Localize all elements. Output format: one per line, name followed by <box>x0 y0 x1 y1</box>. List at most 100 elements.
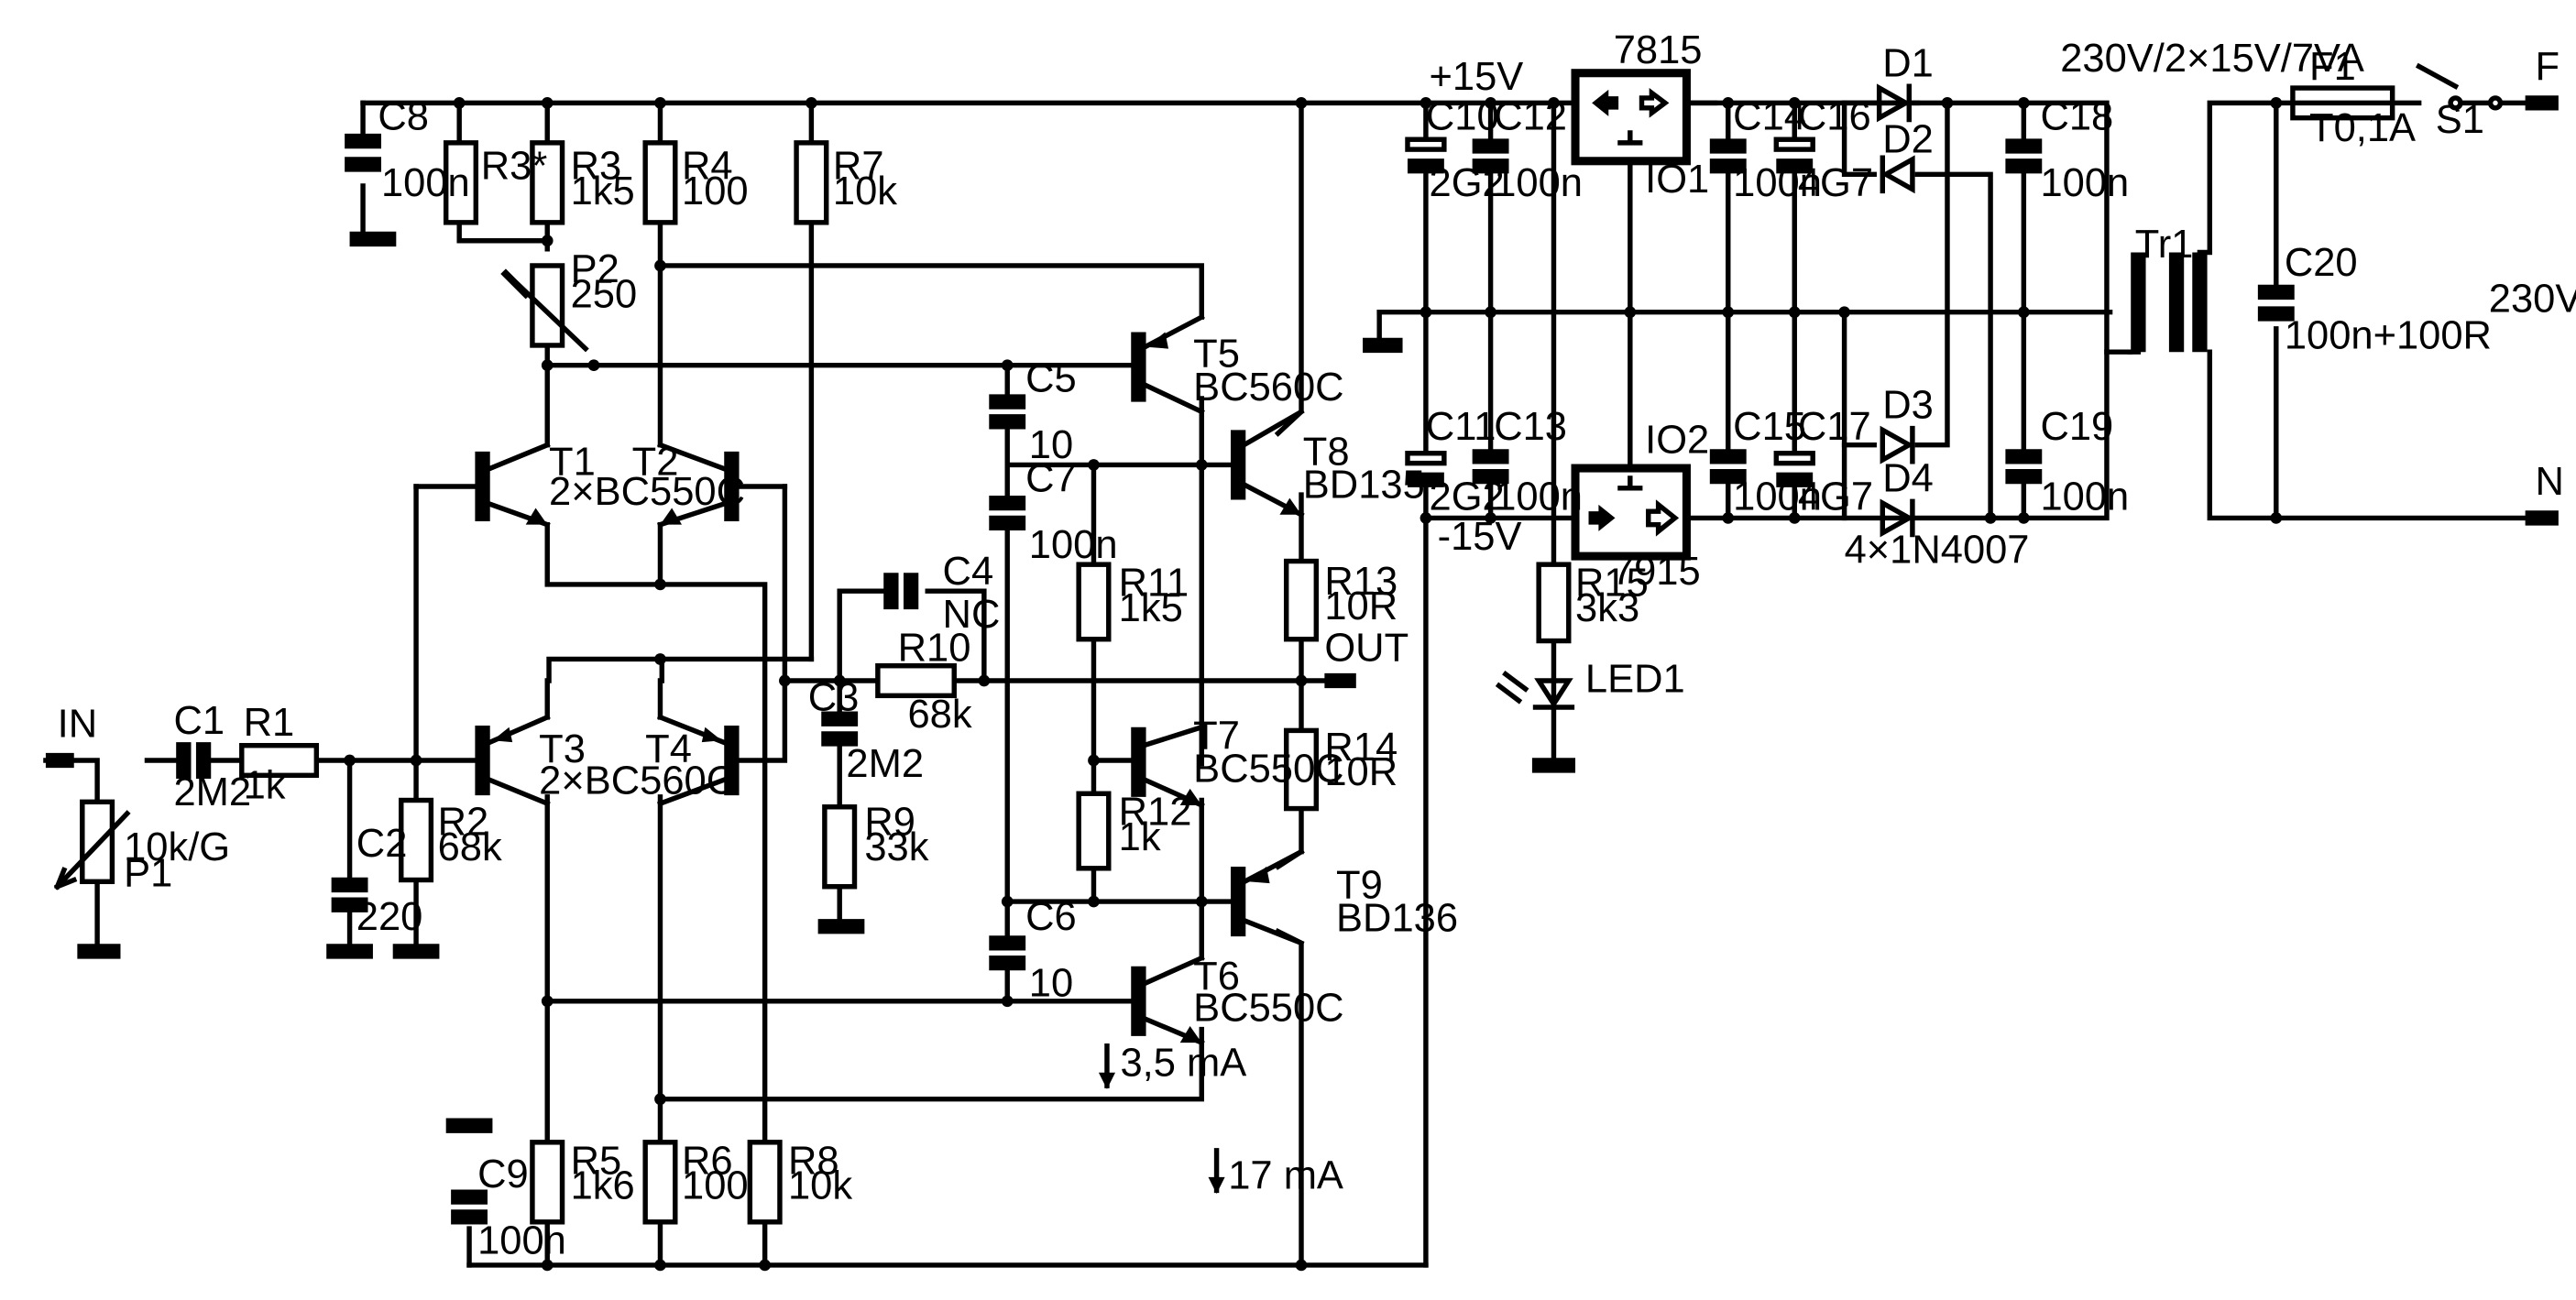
regulator-7815 <box>1571 69 1691 166</box>
label-t5-type: BC560C <box>1193 366 1343 410</box>
label-r1: R1 <box>244 701 295 745</box>
label-c19-value: 100n <box>2040 475 2129 519</box>
label-s1: S1 <box>2436 98 2484 142</box>
label-c10: C10 <box>1426 94 1499 138</box>
label-t6: T6 <box>1193 955 1240 999</box>
label-r5: R5 <box>571 1139 622 1183</box>
resistors <box>53 85 2395 1225</box>
label-c7-value: 100n <box>1029 523 1118 567</box>
label-r9: R9 <box>864 801 915 845</box>
label-r15: R15 <box>1575 562 1649 606</box>
label-p2-value: 250 <box>571 272 638 316</box>
label-r11: R11 <box>1119 562 1189 606</box>
label-r5-value: 1k6 <box>571 1163 635 1207</box>
label-c11-value: 2G2 <box>1430 475 1505 519</box>
label-230v: 230V~ <box>2489 278 2576 322</box>
resistor-r15 <box>1536 562 1572 644</box>
resistor-r3star <box>443 140 479 225</box>
resistor-r9 <box>822 804 858 890</box>
label-c18-value: 100n <box>2040 161 2129 205</box>
label-c8: C8 <box>378 94 429 138</box>
label-current-17ma: 17 mA <box>1228 1154 1343 1198</box>
label-d2: D2 <box>1882 118 1934 162</box>
label-c5-value: 10 <box>1029 423 1073 467</box>
label-n: N <box>2536 460 2564 504</box>
label-c5: C5 <box>1025 357 1077 401</box>
label-c16: C16 <box>1798 94 1871 138</box>
label-t8-type: BD135 <box>1303 464 1425 508</box>
label-r13: R13 <box>1324 560 1398 604</box>
label-f1: F1 <box>2309 45 2356 89</box>
label-r7-value: 10k <box>833 169 897 213</box>
label-c20: C20 <box>2285 241 2358 285</box>
label-r3-value: 1k5 <box>571 169 635 213</box>
label-r8-value: 10k <box>788 1163 852 1207</box>
label-7815: 7815 <box>1614 28 1703 72</box>
label-t9-type: BD136 <box>1336 897 1458 941</box>
label-c8-value: 100n <box>381 161 470 205</box>
label-c7: C7 <box>1025 456 1077 500</box>
label-c15-value: 100n <box>1733 475 1822 519</box>
label-t12-type: 2×BC550C <box>549 470 745 514</box>
label-r14: R14 <box>1324 726 1398 770</box>
label-current-3-5ma: 3,5 mA <box>1120 1041 1246 1085</box>
label-r3: R3 <box>571 145 622 189</box>
label-c10-value: 2G2 <box>1430 161 1505 205</box>
label-r12: R12 <box>1119 791 1192 835</box>
label-7915: 7915 <box>1612 550 1701 594</box>
label-t8: T8 <box>1303 430 1350 474</box>
transformer <box>2127 95 2504 355</box>
label-c6-value: 10 <box>1029 961 1073 1005</box>
resistor-r6 <box>642 1140 678 1225</box>
label-r15-value: 3k3 <box>1575 586 1639 630</box>
label-r8: R8 <box>788 1139 839 1183</box>
label-diodes-type: 4×1N4007 <box>1845 528 2030 572</box>
label-c12-value: 100n <box>1494 161 1583 205</box>
wiring <box>43 62 2528 1268</box>
label-r6-value: 100 <box>682 1163 749 1207</box>
label-c2-value: 220 <box>356 895 423 939</box>
label-f: F <box>2536 45 2560 89</box>
label-plus-15v: +15V <box>1430 55 1524 99</box>
label-t5: T5 <box>1193 333 1240 377</box>
label-c13: C13 <box>1494 405 1567 449</box>
resistor-r13 <box>1283 558 1320 642</box>
resistor-r1 <box>239 742 320 779</box>
label-c17-value: 4G7 <box>1798 475 1873 519</box>
label-r4-value: 100 <box>682 169 749 213</box>
label-t2: T2 <box>632 440 679 484</box>
label-r14-value: 10R <box>1324 750 1398 794</box>
label-t3: T3 <box>539 727 586 771</box>
regulators <box>1571 69 1691 561</box>
label-r10: R10 <box>898 626 971 670</box>
label-t6-type: BC550C <box>1193 987 1343 1031</box>
label-c14-value: 100n <box>1733 161 1822 205</box>
label-c6: C6 <box>1025 895 1077 939</box>
label-c1: C1 <box>173 699 225 743</box>
resistor-r5 <box>530 1140 565 1225</box>
resistor-r12 <box>1076 791 1112 871</box>
label-d1: D1 <box>1882 41 1934 85</box>
resistor-r3 <box>530 140 565 225</box>
label-transformer-rating: 230V/2×15V/7VA <box>2060 37 2364 81</box>
label-c2: C2 <box>356 822 408 866</box>
label-c20-value: 100n+100R <box>2285 314 2492 358</box>
label-minus-15v: -15V <box>1438 515 1522 559</box>
label-r7: R7 <box>833 145 884 189</box>
label-p1: P1 <box>124 852 172 896</box>
label-c9: C9 <box>477 1153 529 1196</box>
label-p2: P2 <box>571 247 619 291</box>
label-out: OUT <box>1324 626 1409 670</box>
resistor-r11 <box>1076 562 1112 642</box>
label-io1: IO1 <box>1645 158 1709 202</box>
label-t34-type: 2×BC560C <box>539 759 735 803</box>
label-t1: T1 <box>549 440 596 484</box>
junctions <box>344 97 2283 1272</box>
label-p1-value: 10k/G <box>124 825 230 869</box>
label-io2: IO2 <box>1645 419 1709 463</box>
label-r12-value: 1k <box>1119 815 1161 859</box>
label-r6: R6 <box>682 1139 733 1183</box>
label-r2-value: 68k <box>438 825 502 869</box>
label-d3: D3 <box>1882 384 1934 428</box>
